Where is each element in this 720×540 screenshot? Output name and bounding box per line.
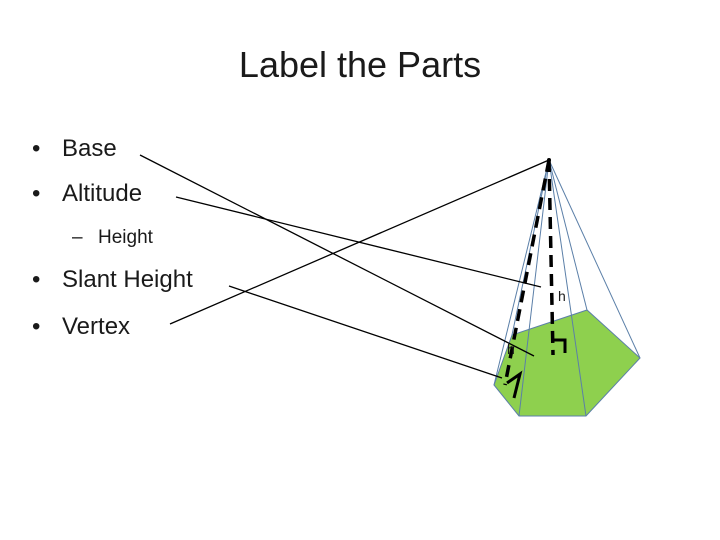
connector-lines [139, 154, 550, 379]
term-slant-height: • Slant Height [32, 268, 193, 292]
vertex-point [547, 158, 551, 162]
term-altitude-label: Altitude [62, 180, 143, 207]
slant-height-line [503, 159, 551, 386]
connector-slant-height [228, 285, 503, 379]
term-altitude: • Altitude [32, 182, 142, 206]
term-base: • Base [32, 137, 117, 161]
slide-title: Label the Parts [238, 44, 482, 85]
bullet-icon: • [32, 135, 41, 162]
slant-height-mark: h [507, 341, 515, 357]
pyramid-edges [493, 159, 641, 417]
term-vertex-label: Vertex [62, 313, 131, 340]
slant-right-angle-icon [506, 370, 523, 399]
dash-icon: – [72, 227, 83, 248]
term-height-label: Height [98, 227, 153, 248]
bullet-icon: • [32, 266, 41, 293]
pyramid-base [493, 309, 641, 417]
altitude-line [547, 159, 555, 356]
term-height: –Height [72, 228, 153, 247]
bullet-icon: • [32, 313, 41, 340]
term-base-label: Base [62, 135, 117, 162]
term-vertex: • Vertex [32, 315, 130, 339]
bullet-icon: • [32, 180, 41, 207]
term-slant-height-label: Slant Height [62, 266, 193, 293]
altitude-right-angle-icon [553, 338, 567, 353]
connector-vertex [169, 159, 550, 325]
height-mark: h [558, 288, 566, 304]
connector-base [139, 154, 535, 357]
